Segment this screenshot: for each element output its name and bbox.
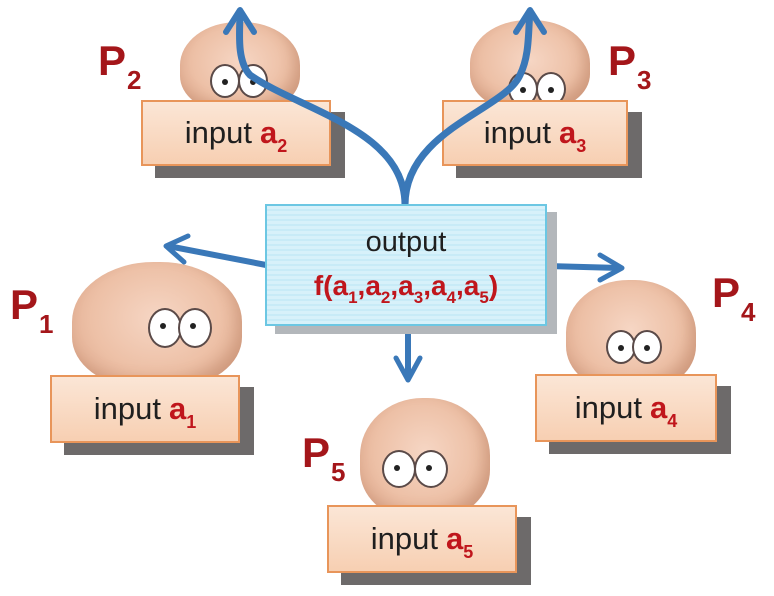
arrow-head-p1: [163, 233, 191, 265]
arg-2: a2,: [365, 270, 399, 307]
input-word: input: [574, 390, 642, 425]
output-title: output: [365, 226, 447, 258]
eye-icon: [606, 330, 636, 364]
function-name: f(: [313, 270, 333, 301]
input-variable: a3: [558, 115, 587, 156]
party-label-p2: P2: [98, 37, 141, 94]
input-word: input: [184, 115, 252, 150]
input-box-p3: input a3: [442, 100, 628, 166]
party-index: 3: [637, 65, 652, 95]
cartoon-character-illustration-p1: [72, 262, 242, 387]
eye-icon: [414, 450, 448, 488]
input-variable: a4: [649, 390, 678, 431]
function-close: ): [488, 270, 499, 301]
party-letter: P: [712, 269, 741, 316]
input-word: input: [483, 115, 551, 150]
party-letter: P: [302, 429, 331, 476]
output-function: f(a1,a2,a3,a4,a5): [267, 270, 545, 307]
arg-4: a4,: [430, 270, 464, 307]
output-box: output f(a1,a2,a3,a4,a5): [265, 204, 547, 326]
party-index: 1: [39, 309, 54, 339]
eye-icon: [178, 308, 212, 348]
party-label-p1: P1: [10, 281, 53, 338]
input-variable: a2: [259, 115, 288, 156]
eye-icon: [148, 308, 182, 348]
party-index: 5: [331, 457, 346, 487]
input-variable: a5: [445, 521, 474, 562]
arg-5: a5: [463, 270, 489, 307]
eye-icon: [210, 64, 240, 98]
input-word: input: [93, 391, 161, 426]
eye-icon: [238, 64, 268, 98]
party-index: 2: [127, 65, 142, 95]
arrow-head-p4: [597, 252, 625, 283]
party-label-p3: P3: [608, 37, 651, 94]
eye-icon: [382, 450, 416, 488]
party-letter: P: [608, 37, 637, 84]
cartoon-character-illustration-p4: [566, 280, 696, 390]
eye-icon: [632, 330, 662, 364]
party-label-p5: P5: [302, 429, 345, 486]
cartoon-character-illustration-p2: [180, 22, 300, 112]
arg-3: a3,: [398, 270, 431, 307]
party-index: 4: [741, 297, 756, 327]
arg-1: a1,: [332, 270, 366, 307]
cartoon-character-illustration-p5: [360, 398, 490, 518]
input-box-p2: input a2: [141, 100, 331, 166]
input-word: input: [370, 521, 438, 556]
input-variable: a1: [168, 391, 197, 432]
cartoon-character-illustration-p3: [470, 20, 590, 110]
party-label-p4: P4: [712, 269, 755, 326]
input-box-p1: input a1: [50, 375, 240, 443]
party-letter: P: [10, 281, 39, 328]
arrow-to-p1: [165, 243, 269, 268]
arrow-head-p5: [393, 355, 423, 383]
party-letter: P: [98, 37, 127, 84]
arrow-to-p4: [544, 263, 623, 271]
input-box-p4: input a4: [535, 374, 717, 442]
input-box-p5: input a5: [327, 505, 517, 573]
